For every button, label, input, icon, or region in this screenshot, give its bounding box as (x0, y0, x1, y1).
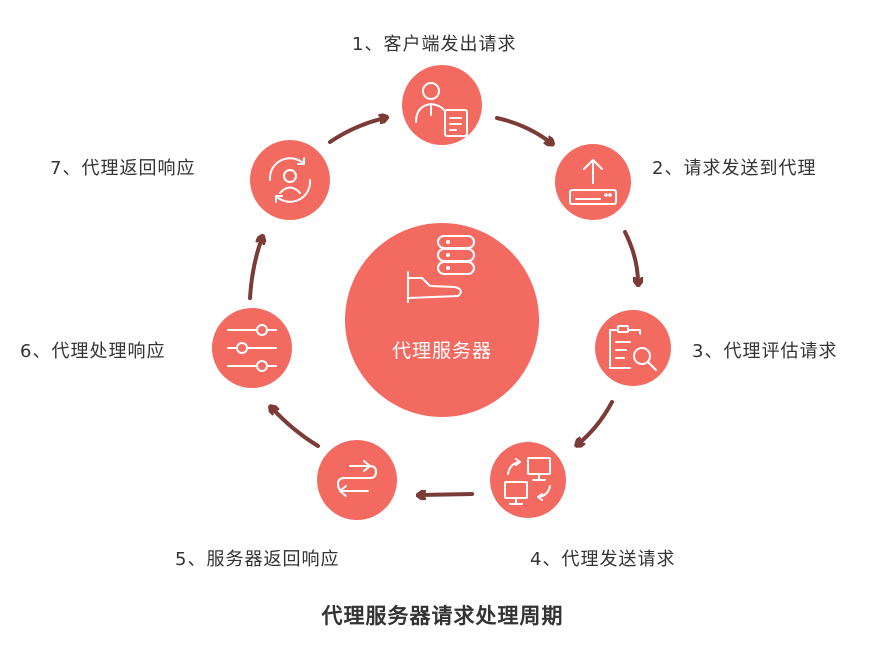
clipboard-search-icon (609, 325, 657, 371)
user-refresh-icon (268, 157, 312, 203)
arrow-2-3 (623, 230, 638, 283)
arrow-1-2 (495, 116, 551, 143)
arrow-4-5 (420, 494, 474, 495)
step-5-label: 5、服务器返回响应 (175, 549, 340, 570)
step-4-circle (490, 442, 566, 518)
client-document-icon (415, 82, 468, 137)
sliders-icon (227, 324, 277, 372)
upload-router-icon (569, 159, 617, 205)
step-7-circle (250, 140, 330, 220)
step-6-label: 6、代理处理响应 (20, 341, 166, 362)
step-3-label: 3、代理评估请求 (692, 341, 838, 362)
step-1-label: 1、客户端发出请求 (352, 34, 517, 55)
server-hand-icon (407, 235, 475, 303)
circles (212, 65, 671, 520)
route-path-icon (337, 460, 377, 497)
arrow-3-4 (578, 400, 614, 444)
arrow-7-1 (328, 118, 385, 144)
arrows (248, 116, 638, 495)
diagram-title: 代理服务器请求处理周期 (321, 604, 564, 628)
arrow-5-6 (272, 408, 320, 448)
computers-exchange-icon (504, 457, 551, 505)
step-2-label: 2、请求发送到代理 (652, 158, 817, 179)
step-7-label: 7、代理返回响应 (50, 158, 196, 179)
center-label: 代理服务器 (391, 340, 492, 362)
step-3-circle (595, 310, 671, 386)
center-circle (345, 223, 539, 417)
step-5-circle (317, 440, 397, 520)
step-4-label: 4、代理发送请求 (530, 549, 676, 570)
arrow-6-7 (248, 238, 262, 300)
step-1-circle (402, 65, 482, 145)
